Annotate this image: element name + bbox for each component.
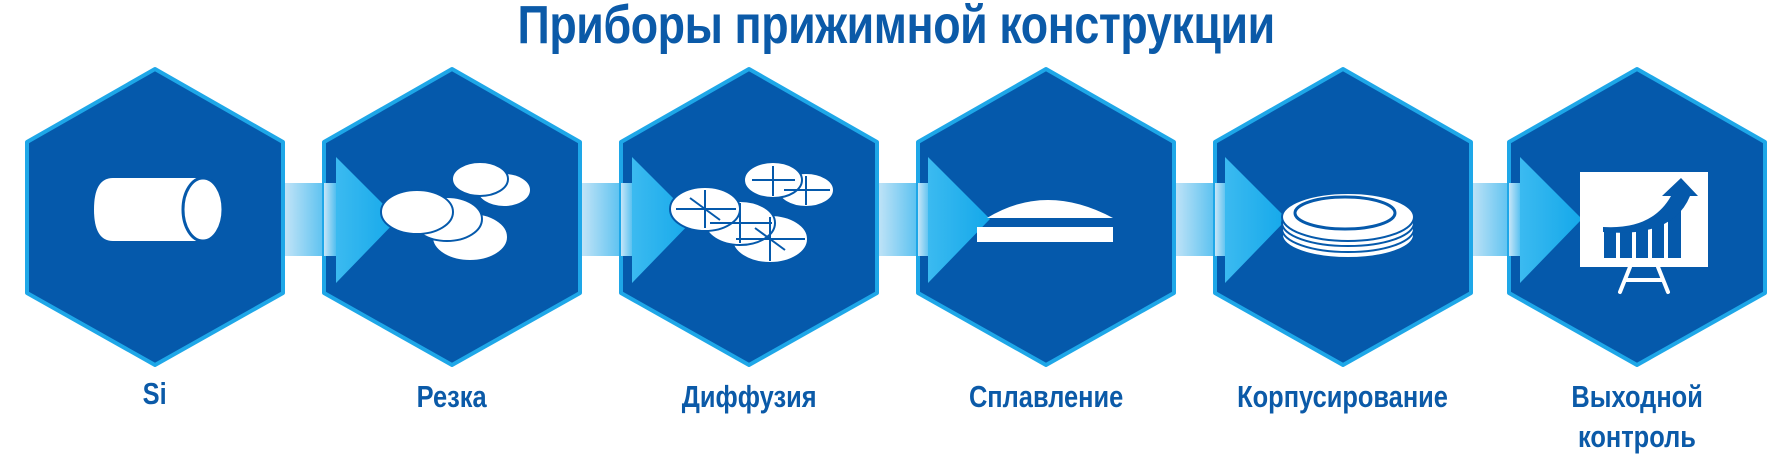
step-label-line2: контроль bbox=[1578, 419, 1696, 454]
step-hexagon-diffusion bbox=[619, 67, 879, 367]
package-housing-icon bbox=[1281, 192, 1415, 259]
page-title: Приборы прижимной конструкции bbox=[0, 0, 1792, 56]
silicon-ingot-icon bbox=[94, 176, 225, 243]
step-label-cutting: Резка bbox=[417, 379, 487, 414]
alloyed-layer-icon bbox=[977, 200, 1113, 242]
step-hexagon-final-inspection bbox=[1507, 67, 1767, 367]
step-label-si: Si bbox=[142, 376, 168, 411]
presentation-chart-icon bbox=[1580, 172, 1708, 294]
step-label-diffusion: Диффузия bbox=[681, 379, 817, 414]
sliced-wafers-icon bbox=[380, 161, 532, 262]
step-hexagon-cutting bbox=[322, 67, 582, 367]
step-hexagon-si bbox=[25, 67, 285, 367]
step-label-line1: Выходной bbox=[1571, 379, 1703, 414]
diffused-wafers-icon bbox=[669, 161, 835, 264]
step-hexagon-alloying bbox=[916, 67, 1176, 367]
step-label-final-inspection: Выходной контроль bbox=[1507, 377, 1767, 457]
page-title-text: Приборы прижимной конструкции bbox=[517, 0, 1275, 55]
step-label-packaging: Корпусирование bbox=[1237, 379, 1449, 414]
step-hexagon-packaging bbox=[1213, 67, 1473, 367]
step-label-alloying: Сплавление bbox=[968, 379, 1124, 414]
